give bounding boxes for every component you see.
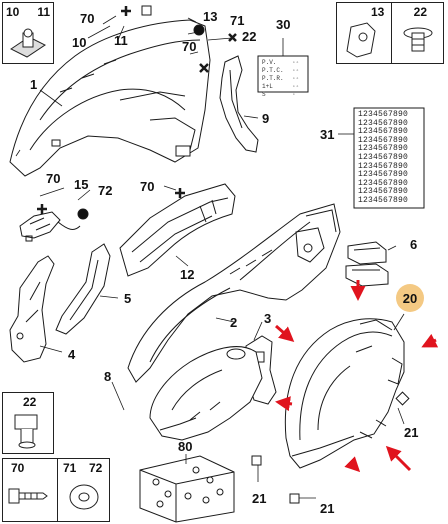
callout-30[interactable]: 30 bbox=[276, 17, 291, 32]
leader-lines bbox=[15, 15, 405, 499]
bracket-clip-icon bbox=[346, 22, 376, 58]
callout-72[interactable]: 72 bbox=[98, 183, 113, 198]
inset-label-10: 10 bbox=[6, 5, 20, 19]
label-30-value: ◦◦ bbox=[292, 59, 300, 66]
part-9-pillar-trim[interactable] bbox=[219, 55, 259, 153]
inset-box-22[interactable]: 22 bbox=[2, 392, 54, 454]
part-1-front-fender[interactable] bbox=[9, 19, 211, 177]
inset-label-11: 11 bbox=[37, 5, 50, 19]
callout-21b[interactable]: 21 bbox=[252, 491, 267, 506]
screw-icon bbox=[8, 488, 48, 504]
label-30-line: P.T.C. bbox=[262, 67, 284, 74]
callout-21a[interactable]: 21 bbox=[404, 425, 419, 440]
callout-80[interactable]: 80 bbox=[178, 439, 193, 454]
callout-11[interactable]: 11 bbox=[114, 33, 128, 48]
callout-71[interactable]: 71 bbox=[230, 13, 245, 28]
callout-31[interactable]: 31 bbox=[320, 127, 335, 142]
label-31-line: 1234567890 bbox=[358, 178, 409, 188]
label-30-text: P.V. P.T.C. P.T.R. 1+L S bbox=[262, 59, 284, 99]
label-31-text: 1234567890 1234567890 1234567890 1234567… bbox=[358, 110, 409, 206]
label-31-line: 1234567890 bbox=[358, 187, 409, 197]
inset-label-70: 70 bbox=[11, 461, 25, 475]
callout-70d[interactable]: 70 bbox=[140, 179, 155, 194]
clip-icon bbox=[10, 28, 46, 58]
fastener-markers bbox=[37, 5, 410, 504]
label-31-line: 1234567890 bbox=[358, 144, 409, 154]
callout-8[interactable]: 8 bbox=[104, 369, 112, 384]
callout-4[interactable]: 4 bbox=[68, 347, 76, 362]
label-30-values: ◦◦ ◦◦ ◦◦ ◦◦ ◦ bbox=[292, 59, 299, 99]
callout-5[interactable]: 5 bbox=[124, 291, 132, 306]
label-30-value: ◦◦ bbox=[292, 83, 300, 90]
inset-box-70-71-72[interactable]: 70 71 72 bbox=[2, 458, 110, 522]
label-30-value: ◦◦ bbox=[292, 67, 300, 74]
inset-box-10-11[interactable]: 10 11 bbox=[2, 2, 54, 64]
label-30-line: P.V. bbox=[262, 59, 277, 66]
label-30-value: ◦ bbox=[292, 91, 296, 98]
label-30-line: S bbox=[262, 91, 266, 98]
callout-12[interactable]: 12 bbox=[180, 267, 195, 282]
part-8-inner-liner[interactable] bbox=[149, 346, 263, 441]
label-31-line: 1234567890 bbox=[358, 127, 409, 137]
callout-15[interactable]: 15 bbox=[74, 177, 89, 192]
inset-label-22: 22 bbox=[413, 5, 427, 19]
label-31-line: 1234567890 bbox=[358, 135, 409, 145]
callout-70a[interactable]: 70 bbox=[80, 11, 95, 26]
callout-13[interactable]: 13 bbox=[203, 9, 218, 24]
label-31-line: 1234567890 bbox=[358, 170, 409, 180]
label-30-value: ◦◦ bbox=[292, 75, 300, 82]
label-30-line: P.T.R. bbox=[262, 75, 284, 82]
callout-10[interactable]: 10 bbox=[72, 35, 87, 50]
part-80-fastener-kit[interactable] bbox=[139, 455, 235, 523]
callout-70b[interactable]: 70 bbox=[182, 39, 197, 54]
clip-nut-icon bbox=[14, 414, 38, 449]
red-arrows bbox=[275, 280, 439, 473]
part-15-sensor[interactable] bbox=[19, 211, 81, 242]
callout-1[interactable]: 1 bbox=[30, 77, 38, 92]
inset-label-13: 13 bbox=[371, 5, 385, 19]
washer-icon bbox=[69, 484, 99, 510]
inset-label-72: 72 bbox=[89, 461, 103, 475]
label-31-line: 1234567890 bbox=[358, 195, 409, 205]
part-31-number-sheet[interactable] bbox=[353, 107, 425, 209]
callout-70c[interactable]: 70 bbox=[46, 171, 61, 186]
inset-label-22-bottom: 22 bbox=[23, 395, 37, 409]
part-2-inner-structure[interactable] bbox=[127, 203, 341, 383]
label-30-line: 1+L bbox=[262, 83, 273, 90]
label-31-line: 1234567890 bbox=[358, 152, 409, 162]
callout-2[interactable]: 2 bbox=[230, 315, 238, 330]
callout-9[interactable]: 9 bbox=[262, 111, 270, 126]
inset-label-71: 71 bbox=[63, 461, 77, 475]
label-31-line: 1234567890 bbox=[358, 110, 409, 119]
part-5-bracket[interactable] bbox=[55, 243, 111, 335]
push-rivet-icon bbox=[403, 27, 433, 52]
inset-box-13-22[interactable]: 13 22 bbox=[336, 2, 444, 64]
callout-21c[interactable]: 21 bbox=[320, 501, 335, 516]
part-6-brackets[interactable] bbox=[345, 241, 389, 287]
callout-22[interactable]: 22 bbox=[242, 29, 257, 44]
part-12-wheel-arch-panel[interactable] bbox=[119, 183, 236, 277]
part-4-bracket[interactable] bbox=[9, 255, 55, 363]
callout-3[interactable]: 3 bbox=[264, 311, 272, 326]
callout-20-highlight[interactable]: 20 bbox=[396, 284, 424, 312]
label-31-line: 1234567890 bbox=[358, 118, 409, 128]
part-20-wheel-arch-liner[interactable] bbox=[284, 318, 405, 469]
callout-6[interactable]: 6 bbox=[410, 237, 418, 252]
label-31-line: 1234567890 bbox=[358, 161, 409, 171]
